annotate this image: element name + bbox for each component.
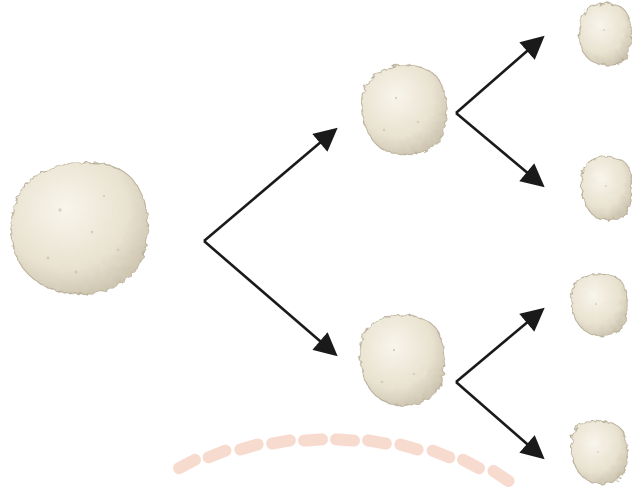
arrow-root-to-lower [204, 241, 335, 354]
dough-ball-small-2 [581, 157, 631, 220]
dough-ball-small-1 [579, 4, 631, 65]
dough-ball-medium-upper [362, 65, 446, 155]
dough-ball-small-3 [571, 274, 627, 336]
dough-lumps [11, 4, 631, 484]
arrow-root-to-upper [204, 130, 335, 241]
watermark-arc [171, 433, 517, 489]
arrow-lower-to-third [456, 310, 542, 382]
dough-ball-medium-lower [360, 315, 444, 406]
arrow-lower-to-bottom [456, 382, 542, 457]
arrow-upper-to-second [456, 113, 542, 185]
dough-ball-large [11, 163, 147, 295]
arrow-upper-to-top [456, 38, 542, 113]
dough-ball-small-4 [571, 421, 627, 484]
